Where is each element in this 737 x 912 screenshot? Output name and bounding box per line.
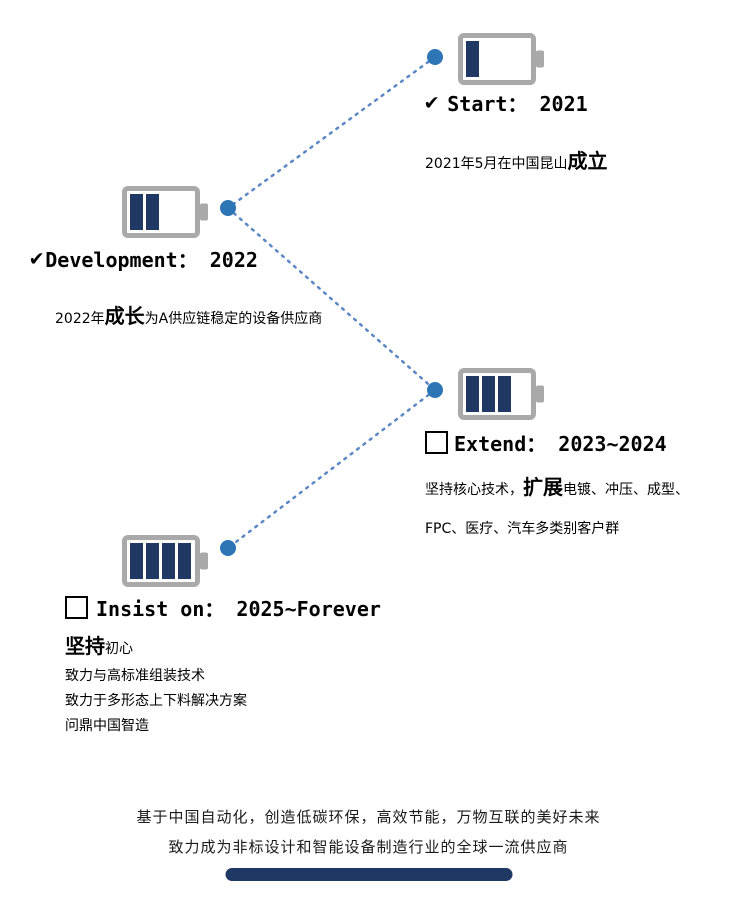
desc-text: 电镀、冲压、成型、FPC、医疗、汽车多类别客户群 — [425, 482, 689, 537]
check-icon: ✔ — [30, 245, 44, 271]
milestone-insist-lines: 致力与高标准组装技术 致力于多形态上下料解决方案 问鼎中国智造 — [65, 665, 247, 740]
footer-accent-bar — [225, 868, 512, 881]
battery-icon-level1 — [458, 33, 536, 85]
node-dot-development — [220, 200, 236, 216]
battery-icon-level3 — [458, 368, 536, 420]
checkbox-icon — [65, 596, 88, 619]
node-dot-extend — [427, 382, 443, 398]
desc-highlight: 扩展 — [523, 475, 563, 499]
desc-highlight: 成立 — [567, 149, 608, 173]
desc-text: 坚持核心技术， — [425, 482, 523, 498]
battery-cells — [130, 543, 192, 579]
headline-highlight: 坚持 — [65, 634, 105, 658]
battery-cells — [130, 194, 192, 230]
insist-line-1: 致力与高标准组装技术 — [65, 668, 205, 684]
node-dot-start — [427, 49, 443, 65]
milestone-start-label: Start： 2021 — [447, 92, 588, 116]
milestone-development-title: ✔ Development： 2022 — [30, 244, 258, 273]
milestone-extend-title: Extend： 2023~2024 — [425, 428, 667, 457]
battery-cells — [466, 41, 528, 77]
milestone-insist-label: Insist on： 2025~Forever — [96, 597, 381, 621]
milestone-insist-title: Insist on： 2025~Forever — [65, 593, 381, 622]
milestone-start-desc: 2021年5月在中国昆山成立 — [425, 145, 608, 178]
insist-line-3: 问鼎中国智造 — [65, 718, 149, 735]
check-icon: ✔ — [425, 89, 439, 115]
headline-rest: 初心 — [105, 641, 133, 657]
desc-highlight: 成长 — [104, 304, 145, 328]
desc-text: 2021年5月在中国昆山 — [425, 156, 568, 172]
milestone-start-title: ✔ Start： 2021 — [425, 88, 588, 117]
battery-icon-level2 — [122, 186, 200, 238]
milestone-extend-label: Extend： 2023~2024 — [454, 432, 667, 456]
connector-1-2 — [226, 55, 437, 210]
footer-slogan-line2: 致力成为非标设计和智能设备制造行业的全球一流供应商 — [168, 838, 569, 856]
milestone-extend-desc: 坚持核心技术，扩展电镀、冲压、成型、FPC、医疗、汽车多类别客户群 — [425, 462, 717, 547]
battery-icon-level4 — [122, 535, 200, 587]
checkbox-icon — [425, 431, 448, 454]
milestone-development-label: Development： 2022 — [45, 248, 258, 272]
desc-text: 为A供应链稳定的设备供应商 — [144, 311, 323, 327]
node-dot-insist — [220, 540, 236, 556]
insist-line-2: 致力于多形态上下料解决方案 — [65, 693, 247, 710]
connector-3-4 — [226, 388, 437, 550]
battery-cells — [466, 376, 528, 412]
milestone-development-desc: 2022年成长为A供应链稳定的设备供应商 — [55, 300, 322, 333]
connector-2-3 — [226, 206, 437, 392]
milestone-insist-headline: 坚持初心 — [65, 630, 133, 663]
footer-slogan-line1: 基于中国自动化，创造低碳环保，高效节能，万物互联的美好未来 — [136, 808, 601, 826]
desc-text: 2022年 — [55, 311, 105, 327]
